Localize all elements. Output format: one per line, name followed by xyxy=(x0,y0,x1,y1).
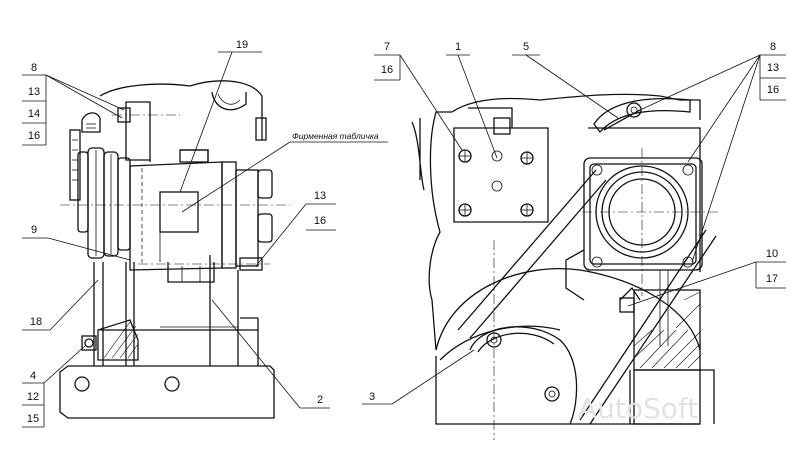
callout-stack-right: 13 16 xyxy=(255,190,336,267)
stack-bottom-label-2: 15 xyxy=(27,413,39,425)
nameplate-label: Фирменная табличка xyxy=(292,131,379,141)
stack-bottom-label-0: 4 xyxy=(30,370,36,382)
hatched-block xyxy=(629,289,715,425)
callout-2: 2 xyxy=(211,299,330,409)
callout-10-label-0: 10 xyxy=(766,248,778,260)
callout-7-label-1: 16 xyxy=(381,64,393,76)
callout-8-stack: 8 13 16 xyxy=(639,41,786,263)
callout-5-label: 5 xyxy=(523,41,529,53)
strap-18 xyxy=(93,262,104,366)
nameplate xyxy=(159,191,199,233)
housing-arc xyxy=(435,268,701,351)
stack-label-2: 14 xyxy=(28,108,40,120)
callout-18-label: 18 xyxy=(30,316,42,328)
stack-label-3: 16 xyxy=(28,130,40,142)
right-view: 7 16 1 5 8 13 16 xyxy=(362,41,786,440)
callout-7-label-0: 7 xyxy=(384,41,390,53)
callout-3-label: 3 xyxy=(369,391,375,403)
callout-8-label-0: 8 xyxy=(770,41,776,53)
pulley xyxy=(69,112,131,259)
base-hole-left xyxy=(74,376,90,392)
callout-1-label: 1 xyxy=(455,41,461,53)
stack-label-1: 13 xyxy=(28,86,40,98)
compressor-front xyxy=(582,127,720,296)
callout-9: 9 xyxy=(22,224,131,261)
callout-2-label: 2 xyxy=(317,394,323,406)
tensioner-arm xyxy=(593,98,691,134)
left-view: 19 Фирменная табличка 8 13 14 16 9 xyxy=(22,39,388,428)
callout-18: 18 xyxy=(22,279,99,331)
callout-8-label-2: 16 xyxy=(767,84,779,96)
callout-19: 19 xyxy=(179,39,262,193)
crank-pulley xyxy=(469,240,578,440)
base-hole-right xyxy=(164,376,180,392)
callout-7-stack: 7 16 xyxy=(374,41,463,151)
callout-stack-bottom-left: 4 12 15 xyxy=(22,344,87,428)
stack-right-label-1: 16 xyxy=(314,215,326,227)
watermark: AutoSoft xyxy=(578,392,698,425)
base-frame xyxy=(59,365,275,419)
callout-10-stack: 10 17 xyxy=(627,248,786,307)
engine-outline-left xyxy=(428,111,452,351)
bracket-2 xyxy=(209,255,239,366)
bolt-4 xyxy=(81,335,97,351)
clamp-block xyxy=(97,319,139,361)
callout-3: 3 xyxy=(362,349,475,405)
engine-outline-top xyxy=(451,93,701,120)
mounting-plate xyxy=(453,107,549,223)
callout-9-label: 9 xyxy=(31,224,37,236)
stack-bottom-label-1: 12 xyxy=(27,391,39,403)
callout-10-label-1: 17 xyxy=(766,273,778,285)
compressor-body xyxy=(60,149,290,283)
nameplate-callout: Фирменная табличка xyxy=(181,131,388,213)
callout-stack-top-left: 8 13 14 16 xyxy=(22,62,125,146)
tension-bar xyxy=(125,262,135,366)
drive-belt xyxy=(457,169,717,425)
top-casting xyxy=(99,80,263,140)
stack-label-0: 8 xyxy=(31,62,37,74)
callout-1: 1 xyxy=(446,41,498,159)
callout-5: 5 xyxy=(512,41,619,119)
callout-19-label: 19 xyxy=(236,39,248,51)
callout-8-label-1: 13 xyxy=(767,62,779,74)
stack-right-label-0: 13 xyxy=(314,190,326,202)
